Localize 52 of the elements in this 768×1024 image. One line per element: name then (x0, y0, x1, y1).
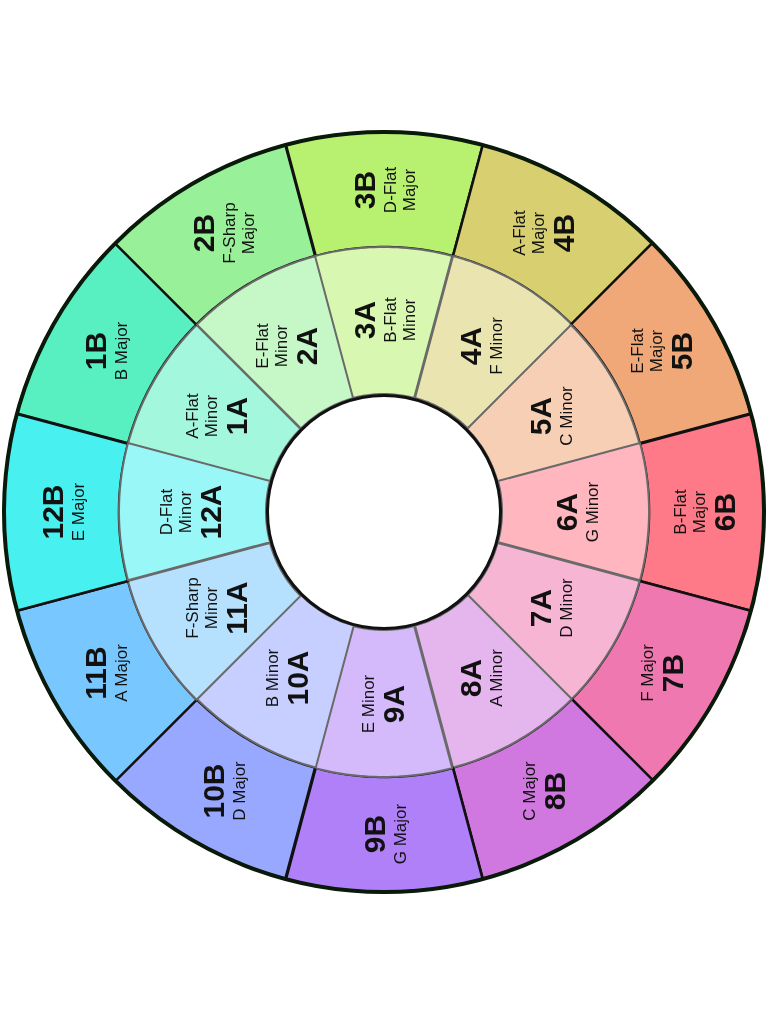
minor-key-segment (315, 247, 453, 398)
key-code: 5B (665, 331, 698, 371)
key-code: 1B (79, 331, 112, 371)
key-code: 5A (524, 396, 557, 436)
key-name: F Major (637, 643, 657, 704)
key-code: 12A (195, 484, 227, 540)
major-key-segment (285, 767, 483, 892)
key-name: B Major (111, 320, 131, 383)
key-code: 1A (220, 396, 253, 436)
key-name: A Minor (486, 648, 506, 710)
key-name: F-Sharp Major (220, 201, 258, 266)
key-code: 3B (349, 170, 381, 210)
key-code: 12B (36, 484, 69, 540)
key-name: E Minor (358, 673, 378, 736)
key-code: 11B (79, 646, 112, 700)
key-name: B-Flat Major (671, 488, 709, 537)
key-code: 8A (454, 659, 487, 698)
key-code: 11A (220, 581, 253, 635)
key-name: F-Sharp Minor (182, 576, 221, 641)
key-name: E Major (68, 481, 88, 544)
key-name: D Minor (556, 577, 576, 640)
key-code: 7A (524, 588, 557, 628)
key-name: B Minor (262, 648, 282, 710)
key-code: 2A (291, 326, 323, 365)
key-code: 2B (188, 213, 220, 253)
key-code: 8B (538, 771, 571, 811)
key-name: G Minor (582, 480, 602, 545)
key-code: 4B (548, 213, 580, 253)
key-code: 4A (454, 326, 487, 365)
key-code: 9A (377, 684, 410, 724)
key-name: A-Flat Minor (182, 392, 221, 441)
key-name: B-Flat Minor (381, 296, 419, 345)
major-key-segment (4, 413, 128, 611)
key-name: C Minor (556, 385, 576, 448)
key-code: 9B (358, 814, 391, 854)
key-name: F Minor (486, 315, 506, 377)
key-name: E-Flat Major (627, 327, 666, 376)
key-name: D-Flat Minor (157, 487, 195, 538)
key-code: 6B (709, 492, 741, 532)
key-name: A Major (111, 643, 131, 704)
key-code: 7B (656, 653, 689, 693)
key-code: 3A (349, 300, 381, 340)
key-code: 10B (197, 763, 230, 819)
key-code: 6A (550, 492, 583, 532)
key-name: D-Flat Major (381, 165, 419, 216)
key-name: G Major (390, 802, 410, 867)
key-name: C Major (519, 760, 539, 823)
key-name: D Major (229, 760, 249, 823)
key-name: E-Flat Minor (253, 322, 291, 371)
key-code: 10A (281, 650, 314, 706)
minor-key-segment (315, 625, 453, 777)
key-name: A-Flat Major (510, 209, 548, 258)
